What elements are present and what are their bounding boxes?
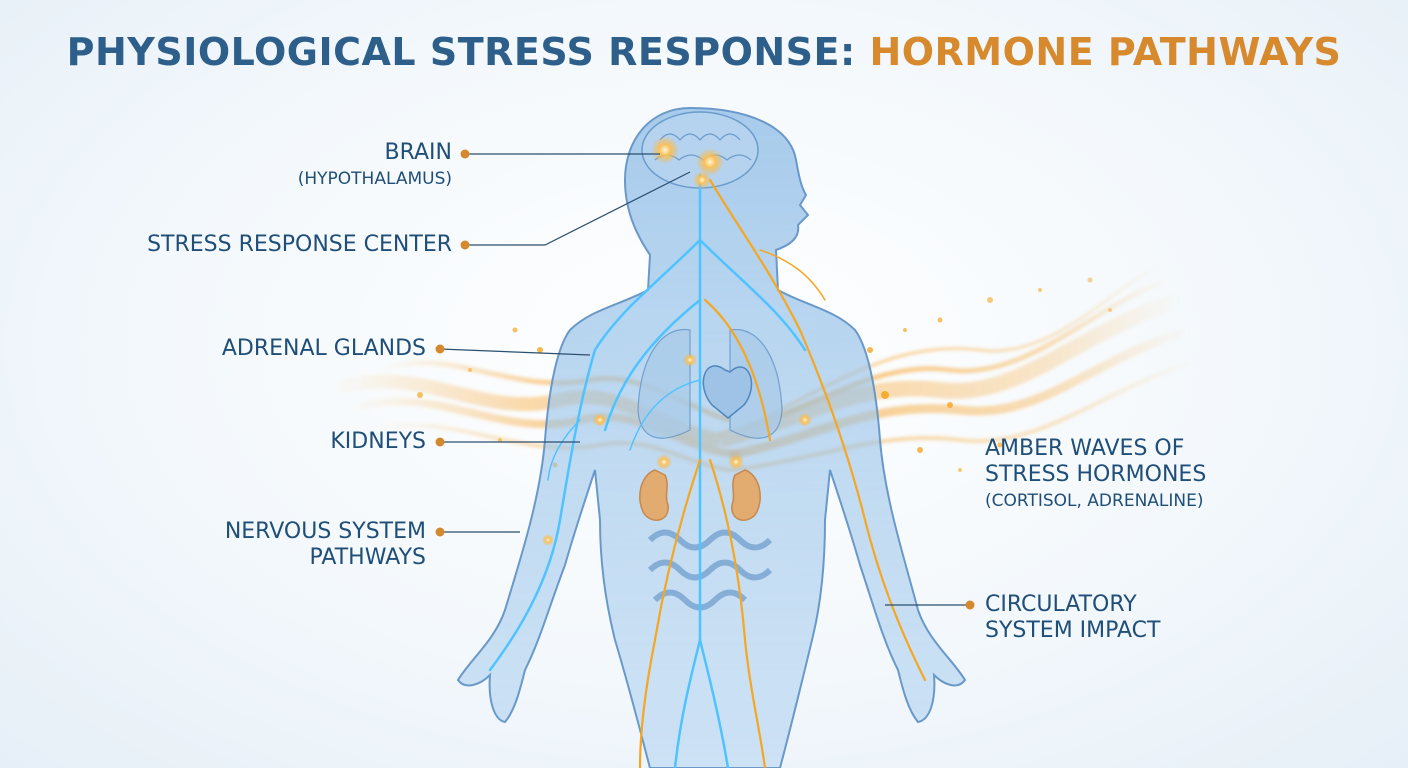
label-kidneys: KIDNEYS — [330, 429, 426, 455]
label-kidneys-text: KIDNEYS — [330, 429, 426, 454]
label-hormones-line1: AMBER WAVES OF — [985, 436, 1185, 461]
page-title: PHYSIOLOGICAL STRESS RESPONSE: HORMONE P… — [0, 28, 1408, 76]
label-brain: BRAIN (HYPOTHALAMUS) — [298, 140, 452, 192]
label-circulatory-line1: CIRCULATORY — [985, 592, 1137, 617]
leader-lines — [439, 153, 970, 606]
label-stress-center: STRESS RESPONSE CENTER — [147, 232, 452, 258]
label-circulatory-line2: SYSTEM IMPACT — [985, 618, 1161, 643]
leader-dots — [435, 149, 975, 610]
title-part-amber: HORMONE PATHWAYS — [869, 30, 1342, 74]
label-nervous-line2: PATHWAYS — [309, 545, 426, 570]
label-brain-subtitle: (HYPOTHALAMUS) — [297, 169, 452, 189]
nerve-network-amber — [638, 178, 927, 768]
label-adrenal-glands: ADRENAL GLANDS — [222, 336, 426, 362]
heart-organ — [702, 365, 753, 419]
nerve-glow-spots — [542, 171, 812, 546]
brain-organ — [641, 111, 759, 189]
label-stress-hormones: AMBER WAVES OF STRESS HORMONES (CORTISOL… — [985, 436, 1206, 514]
label-nervous-line1: NERVOUS SYSTEM — [224, 519, 426, 544]
label-hormones-line2: STRESS HORMONES — [985, 462, 1207, 487]
nerve-network-blue — [488, 173, 807, 768]
label-nervous-system: NERVOUS SYSTEM PATHWAYS — [225, 519, 426, 571]
title-part-blue: PHYSIOLOGICAL STRESS RESPONSE: — [66, 30, 870, 74]
kidney-organ-left — [639, 454, 672, 521]
label-hormones-line3: (CORTISOL, ADRENALINE) — [985, 491, 1204, 511]
label-circulatory: CIRCULATORY SYSTEM IMPACT — [985, 592, 1160, 644]
kidney-organ-right — [728, 454, 761, 521]
label-brain-title: BRAIN — [384, 140, 452, 165]
human-silhouette — [456, 106, 967, 768]
label-stress-center-text: STRESS RESPONSE CENTER — [147, 232, 452, 257]
label-adrenal-text: ADRENAL GLANDS — [221, 336, 426, 361]
